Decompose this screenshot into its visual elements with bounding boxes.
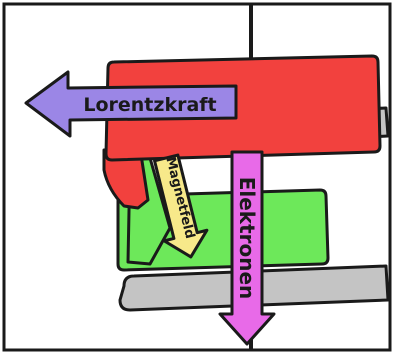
lorentz-force-label: Lorentzkraft xyxy=(83,94,216,116)
magnet-red-leg xyxy=(102,146,150,210)
magnetic-field-arrow xyxy=(153,153,209,259)
lorentz-force-arrow xyxy=(24,70,238,138)
electron-flow-arrow xyxy=(218,150,276,346)
electron-flow-label: Elektronen xyxy=(235,177,259,300)
magnet-red-block xyxy=(104,54,382,162)
